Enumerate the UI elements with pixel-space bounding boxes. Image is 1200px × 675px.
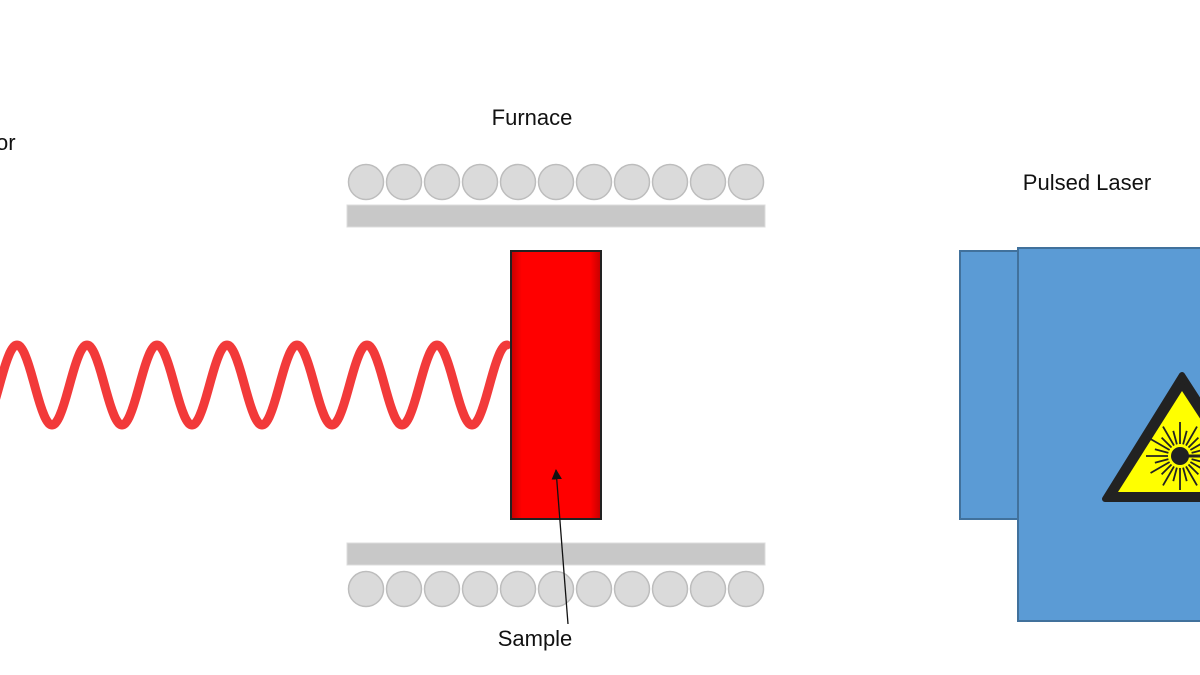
laser-starburst-ray [1172,467,1178,482]
furnace-heating-element-top [537,163,575,201]
furnace-heating-element-top [575,163,613,201]
laser-starburst-ray [1160,436,1173,449]
furnace-label: Furnace [492,105,573,130]
furnace-heating-element-top [613,163,651,201]
laser-starburst-ray [1172,430,1178,445]
sample-pointer-arrow [551,468,569,625]
furnace-top-bar [346,204,766,228]
laser-starburst-ray [1191,449,1200,454]
furnace-heating-element-top [689,163,727,201]
furnace-heating-element-top [727,163,765,201]
laser-starburst-ray [1182,467,1188,482]
furnace-heating-element-bottom [575,570,613,608]
furnace-heating-element-top [461,163,499,201]
laser-starburst-ray [1162,465,1175,486]
furnace-heating-element-bottom [423,570,461,608]
laser-starburst-ray [1150,438,1171,451]
laser-starburst-ray [1150,461,1171,474]
laser-starburst-ray [1182,430,1188,445]
laser-starburst-ray [1154,458,1169,464]
laser-starburst-icon [1146,422,1200,490]
laser-hazard-warning-icon [1102,372,1200,502]
sample-label: Sample [498,626,573,651]
laser-starburst-ray [1187,436,1200,449]
detector-label-partial: or [0,130,16,155]
furnace-heating-element-bottom [727,570,765,608]
furnace-heating-element-bottom [537,570,575,608]
pulsed-laser-label: Pulsed Laser [1023,170,1151,195]
furnace-heating-element-bottom [461,570,499,608]
laser-aperture [959,250,1019,520]
furnace-heating-element-bottom [651,570,689,608]
furnace-heating-element-top [499,163,537,201]
furnace-heating-element-bottom [499,570,537,608]
furnace-heating-element-bottom [385,570,423,608]
laser-starburst-ray [1185,465,1198,486]
laser-starburst-ray [1185,426,1198,447]
laser-starburst-ray [1160,463,1173,476]
furnace-heating-element-top [347,163,385,201]
furnace-heating-element-bottom [689,570,727,608]
furnace-top-heating-elements [347,163,765,201]
sample-block [510,250,602,520]
furnace-bottom-bar [346,542,766,566]
laser-starburst-ray [1154,448,1169,454]
laser-starburst-ray [1187,463,1200,476]
furnace-bottom-heating-elements [347,570,765,608]
furnace-heating-element-top [423,163,461,201]
furnace-heating-element-bottom [347,570,385,608]
furnace-heating-element-top [651,163,689,201]
furnace-heating-element-top [385,163,423,201]
emitted-radiation-wave [0,340,512,430]
laser-starburst-ray [1162,426,1175,447]
furnace-heating-element-bottom [613,570,651,608]
laser-starburst-ray [1191,458,1200,463]
